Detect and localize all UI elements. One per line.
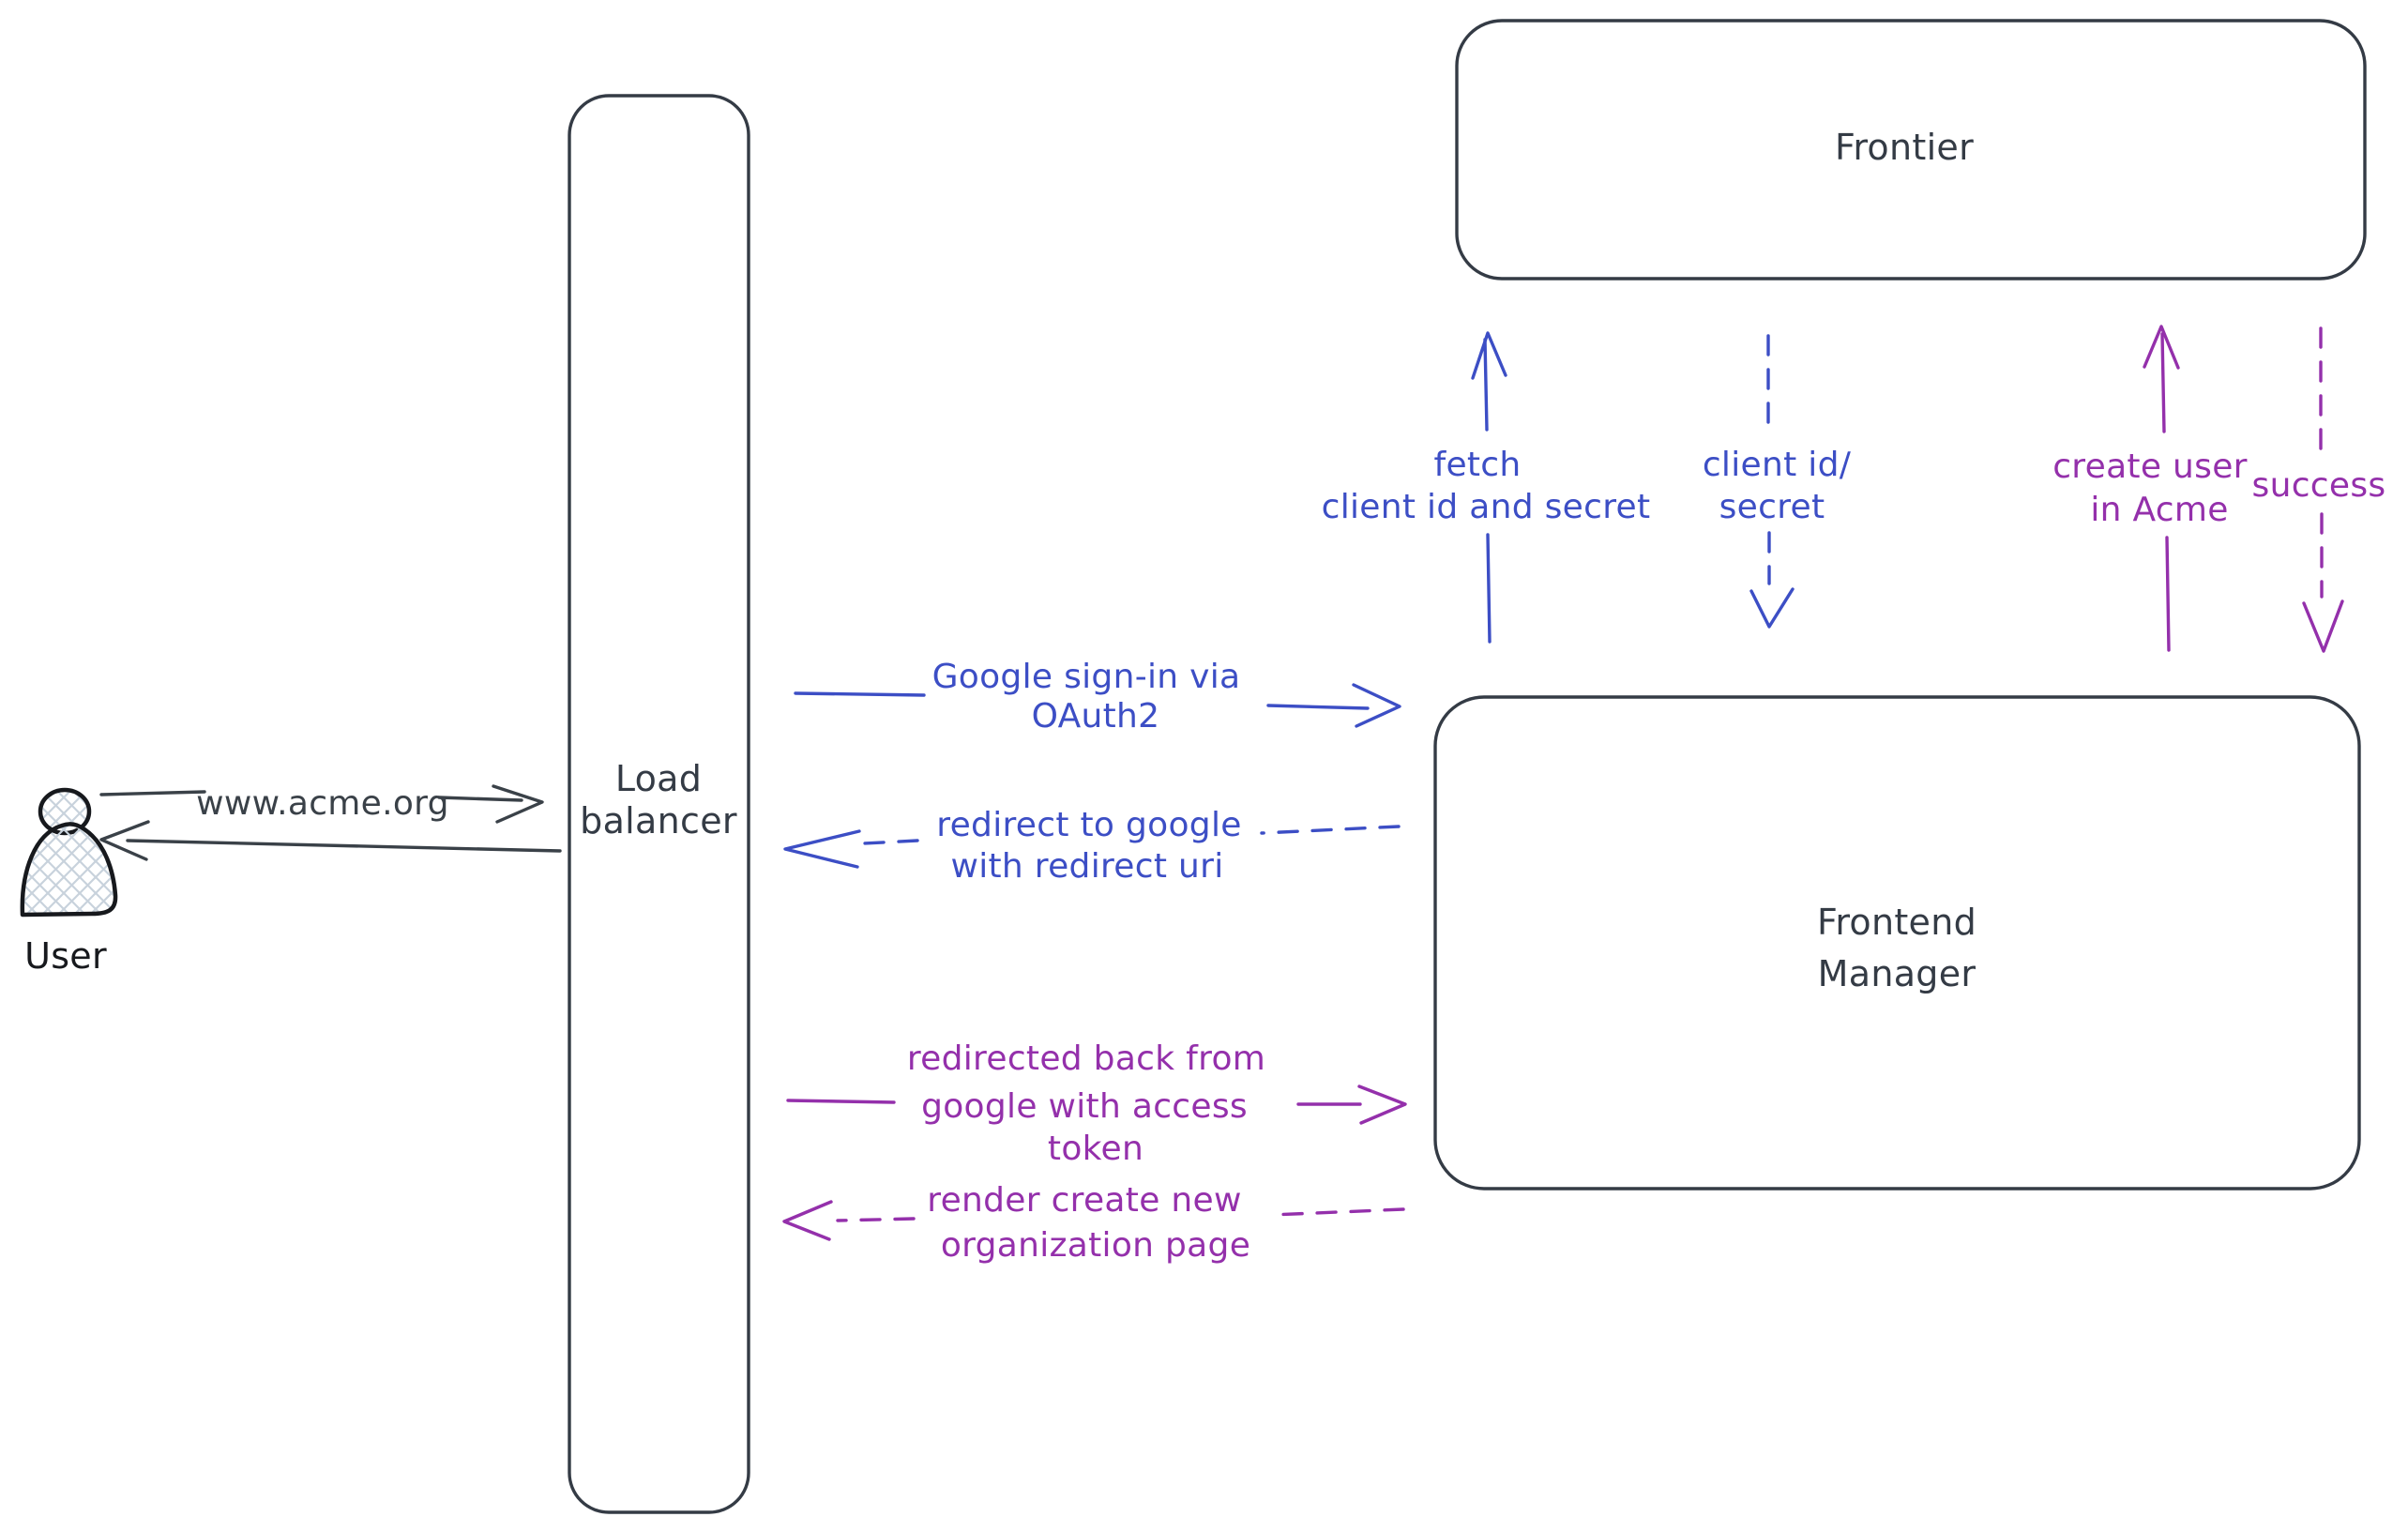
- arrow-fetch-credentials-label-line2: client id and secret: [1322, 488, 1651, 526]
- arrow-google-signin: Google sign-in via OAuth2: [794, 658, 1401, 736]
- arrow-render-org-page-label-line2: organization page: [941, 1226, 1250, 1265]
- user-label: User: [24, 935, 107, 977]
- arrowhead-up-icon: [1471, 331, 1507, 380]
- arrow-success: success: [2252, 326, 2386, 653]
- frontend-manager-box: [1433, 695, 2361, 1191]
- arrow-create-user-label-line2: in Acme: [2090, 491, 2228, 529]
- arrow-user-return: [99, 820, 562, 861]
- arrow-create-user-label-line1: create user: [2052, 447, 2248, 486]
- load-balancer-box: [568, 94, 750, 1514]
- arrow-success-label: success: [2252, 466, 2386, 505]
- arrow-www-acme: www.acme.org: [99, 784, 544, 824]
- frontier-label: Frontier: [1835, 127, 1974, 168]
- arrow-redirected-back: redirected back from google with access …: [786, 1039, 1407, 1168]
- arrowhead-right-icon: [1352, 683, 1401, 728]
- load-balancer-label-line1: Load: [615, 758, 702, 799]
- arrow-www-acme-label: www.acme.org: [196, 784, 449, 823]
- load-balancer-node: Load balancer: [568, 94, 750, 1514]
- user-body-icon: [20, 822, 118, 918]
- arrow-create-user: create user in Acme: [2052, 325, 2248, 652]
- arrowhead-up-icon: [2143, 325, 2180, 370]
- arrow-render-org-page-label-line1: render create new: [927, 1181, 1241, 1220]
- load-balancer-label-line2: balancer: [580, 800, 737, 842]
- frontend-manager-label-line2: Manager: [1818, 953, 1976, 994]
- arrowhead-down-icon: [2302, 599, 2344, 653]
- arrow-render-org-page: render create new organization page: [782, 1181, 1405, 1265]
- arrow-google-signin-label-line1: Google sign-in via: [932, 658, 1241, 696]
- arrow-fetch-credentials-label-line1: fetch: [1433, 446, 1521, 484]
- arrow-google-signin-label-line2: OAuth2: [1032, 697, 1160, 736]
- frontier-node: Frontier: [1455, 19, 2367, 281]
- arrowhead-left-icon: [99, 820, 150, 861]
- arrowhead-right-icon: [1357, 1085, 1407, 1125]
- arrow-redirected-back-label-line3: token: [1048, 1130, 1143, 1168]
- frontend-manager-label-line1: Frontend: [1817, 902, 1976, 943]
- arrow-redirect-google-label-line1: redirect to google: [936, 806, 1241, 844]
- arrow-redirected-back-label-line1: redirected back from: [907, 1039, 1265, 1078]
- arrowhead-left-icon: [783, 829, 861, 869]
- arrowhead-right-icon: [492, 784, 544, 824]
- arrow-fetch-credentials: fetch client id and secret: [1322, 331, 1651, 644]
- arrow-client-id-secret-label-line1: client id/: [1703, 446, 1852, 484]
- user-actor: User: [20, 787, 118, 977]
- arrowhead-left-icon: [782, 1200, 833, 1241]
- arrow-client-id-secret: client id/ secret: [1703, 334, 1852, 629]
- frontend-manager-node: Frontend Manager: [1433, 695, 2361, 1191]
- arrow-redirect-google: redirect to google with redirect uri: [783, 806, 1401, 886]
- arrow-redirect-google-label-line2: with redirect uri: [950, 847, 1223, 886]
- frontier-box: [1455, 19, 2367, 281]
- arrowhead-down-icon: [1749, 587, 1795, 629]
- arrow-redirected-back-label-line2: google with access: [921, 1087, 1248, 1126]
- arrow-client-id-secret-label-line2: secret: [1719, 488, 1825, 526]
